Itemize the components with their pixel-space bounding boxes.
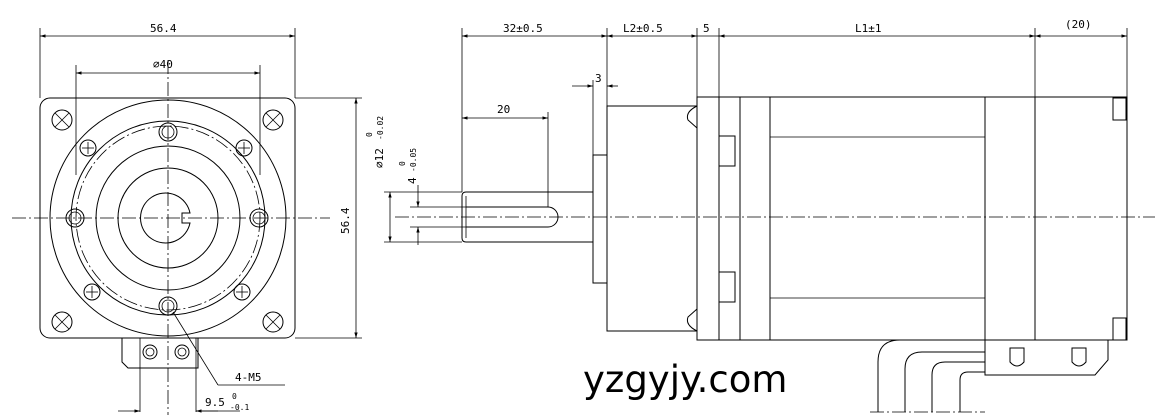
dim-key-width-tol-upper: 0 (232, 392, 237, 401)
dim-key-depth-tol-lower: -0.05 (409, 148, 418, 172)
dim-height-label: 56.4 (339, 207, 352, 234)
dim-shaft-dia-tol-lower: -0.02 (376, 116, 385, 140)
dim-key-width: 9.5 0 -0.1 (118, 392, 249, 413)
pilot-circle (95, 145, 241, 291)
holes-note-label: 4-M5 (235, 371, 262, 384)
dim-key-length: 20 (462, 103, 549, 207)
dim-width: 56.4 (39, 22, 296, 98)
square-flange (39, 97, 296, 339)
dim-pilot: ⌀40 (75, 58, 261, 175)
cable-leads (870, 339, 985, 413)
shaft (461, 191, 593, 243)
dim-shaft-length-label: 32±0.5 (503, 22, 543, 35)
front-flange (606, 105, 698, 332)
rear-connector (984, 340, 1109, 376)
dim-key-length-label: 20 (497, 103, 510, 116)
front-view: 56.4 ⌀40 56.4 4-M5 9.5 0 (12, 22, 362, 415)
dim-rear-label: (20) (1065, 18, 1092, 31)
dim-shaft-dia-tol-upper: 0 (365, 132, 374, 137)
dim-height: 56.4 (295, 97, 362, 339)
dim-key-depth-tol-upper: 0 (398, 161, 407, 166)
dim-flange-label: 5 (703, 22, 710, 35)
dim-pilot-label: ⌀40 (153, 58, 173, 71)
m5-tapped-holes (65, 122, 269, 316)
dim-l2-label: L2±0.5 (623, 22, 663, 35)
dim-top-chain: 32±0.5 L2±0.5 5 L1±1 (20) (461, 18, 1128, 192)
flange-plate (592, 154, 608, 284)
boss-circle (117, 167, 219, 269)
dim-key-width-tol-lower: -0.1 (230, 403, 249, 412)
shaft-section (140, 192, 191, 244)
housing-screws (79, 139, 253, 301)
dim-width-label: 56.4 (150, 22, 177, 35)
dim-flange-thk: 3 (572, 72, 618, 155)
bolt-circle (75, 125, 261, 311)
dim-flange-thk-label: 3 (595, 72, 602, 85)
dim-l1-label: L1±1 (855, 22, 882, 35)
watermark-text: yzgyjy.com (583, 358, 787, 401)
side-view: 32±0.5 L2±0.5 5 L1±1 (20) 3 20 ⌀12 0 -0.… (365, 18, 1155, 413)
motor-body (718, 96, 1128, 341)
dim-shaft-dia-label: ⌀12 (373, 148, 386, 168)
corner-screws (51, 109, 284, 333)
outer-circle (49, 99, 287, 337)
dim-key-depth-label: 4 (406, 177, 419, 184)
holes-note: 4-M5 (172, 311, 285, 386)
connector-block (121, 338, 199, 412)
dim-key-depth: 4 0 -0.05 (398, 148, 466, 245)
dim-key-width-label: 9.5 (205, 396, 225, 409)
separator-flange (696, 96, 720, 341)
dim-shaft-dia: ⌀12 0 -0.02 (365, 116, 462, 243)
